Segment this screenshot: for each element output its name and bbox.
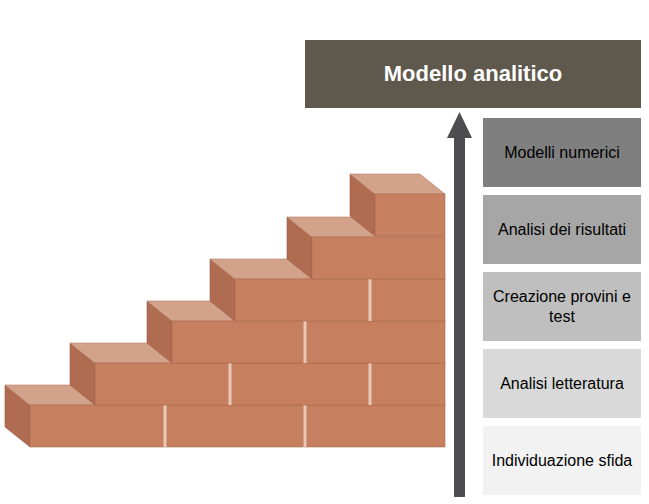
progress-arrow	[447, 112, 472, 497]
brick-front	[312, 237, 445, 279]
result-box: Modello analitico	[305, 40, 641, 108]
step-box: Modelli numerici	[483, 118, 641, 187]
brick-joint	[369, 363, 372, 405]
node-label: Modelli numerici	[504, 143, 620, 162]
brick-top	[350, 174, 445, 194]
brick-joint	[304, 405, 307, 447]
brick-joint	[369, 279, 372, 321]
node-label: Analisi dei risultati	[498, 220, 626, 239]
brick-front	[95, 363, 445, 405]
step-box: Analisi dei risultati	[483, 195, 641, 264]
node-label: Modello analitico	[384, 61, 562, 87]
node-label: Individuazione sfida	[492, 451, 633, 470]
brick-front	[235, 279, 445, 321]
brick-joint	[164, 405, 167, 447]
brick-front	[172, 321, 445, 363]
node-label: Analisi letteratura	[500, 374, 624, 393]
brick-front	[30, 405, 445, 447]
brick-joint	[229, 363, 232, 405]
arrow-head	[447, 112, 472, 138]
brick-joint	[304, 321, 307, 363]
step-box: Analisi letteratura	[483, 349, 641, 418]
brick-stairs	[5, 174, 445, 447]
node-label: Creazione provini e test	[491, 287, 633, 325]
step-box: Individuazione sfida	[483, 426, 641, 495]
step-box: Creazione provini e test	[483, 272, 641, 341]
brick-front	[375, 194, 445, 236]
arrow-shaft	[454, 135, 465, 497]
